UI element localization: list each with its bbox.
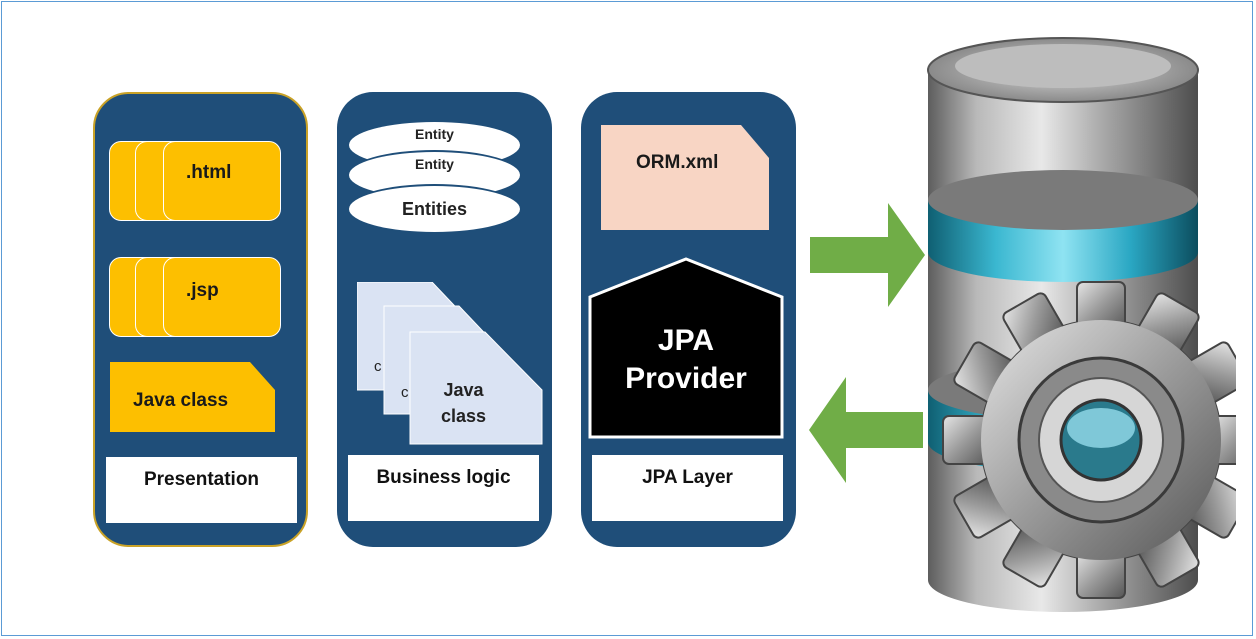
jpa-layer-label: JPA Layer	[591, 454, 784, 522]
card-back-label-2: c	[401, 384, 409, 401]
left-arrow-icon	[809, 377, 923, 483]
business-logic-label: Business logic	[347, 454, 540, 522]
presentation-panel: .html .jsp Java class Presentation	[93, 92, 308, 547]
html-file: .html	[163, 141, 281, 221]
jsp-file: .jsp	[163, 257, 281, 337]
database-icon	[927, 37, 1236, 612]
jpa-provider-house-icon	[588, 257, 784, 439]
presentation-label: Presentation	[105, 456, 298, 524]
right-arrow-icon	[810, 203, 925, 307]
card-back-label-1: c	[374, 358, 382, 375]
orm-xml-label: ORM.xml	[636, 152, 719, 173]
java-class-card-stack-icon	[357, 282, 543, 445]
orm-xml-file-icon	[601, 125, 769, 230]
entities-label: Entities	[401, 198, 467, 219]
entities-ellipse: Entities	[347, 184, 522, 234]
java-class-file-icon	[110, 362, 275, 432]
jsp-file-label: .jsp	[186, 280, 219, 301]
java-class-label: Java class	[133, 390, 229, 411]
html-file-label: .html	[186, 162, 232, 183]
gear-icon	[942, 281, 1236, 599]
